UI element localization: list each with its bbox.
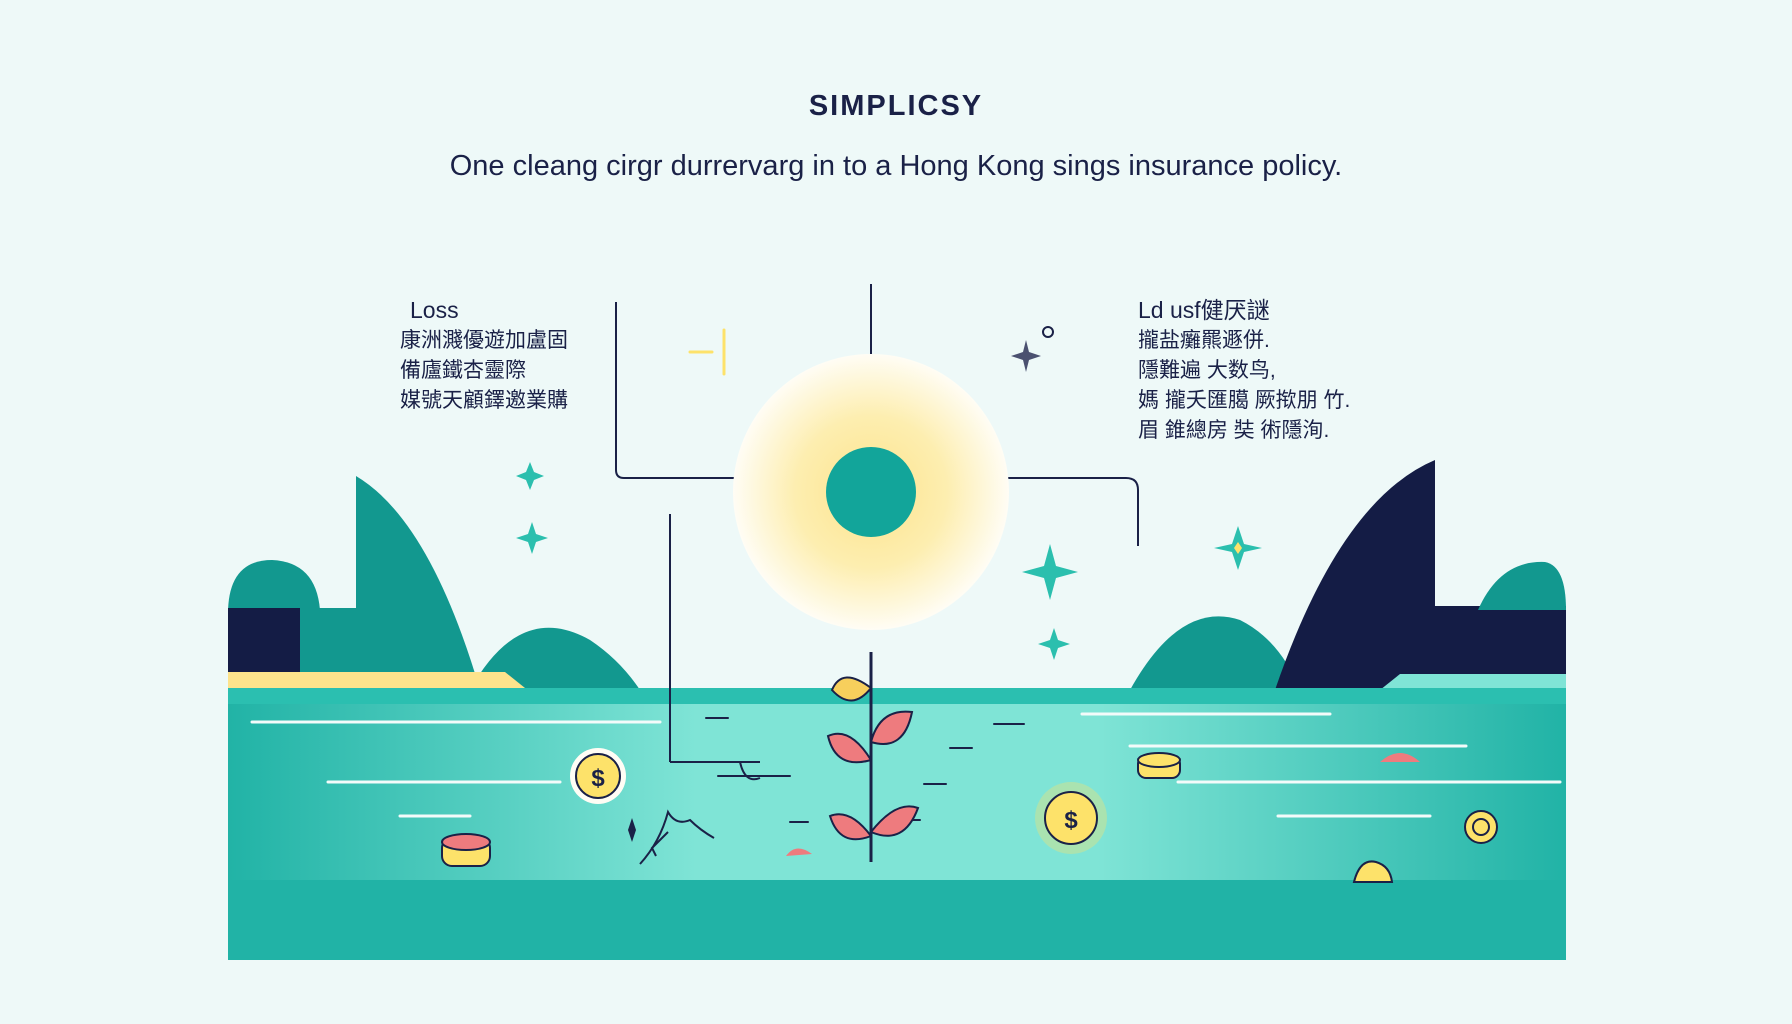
roots [639, 809, 715, 865]
left-hills [228, 476, 640, 690]
sapling-icon [826, 652, 920, 862]
sun-icon [733, 354, 1009, 630]
right-block-label: Ld usf健厌謎 [1138, 297, 1270, 323]
right-block-line: 眉 錐總房 奘 術隱洵. [1138, 419, 1330, 442]
right-block-line: 攏盐癱羆遯併. [1138, 329, 1270, 352]
dollar-coin-icon: $ [570, 748, 626, 804]
left-block-line: 康洲濺優遊加盧固 [400, 329, 568, 352]
connector-lines [615, 284, 1139, 781]
right-text-block: Ld usf健厌謎 攏盐癱羆遯併. 隱難遍 大数鸟, 媽 攏夭匯臈 厥揿朋 竹.… [1138, 294, 1350, 446]
left-text-block: Loss 康洲濺優遊加盧固 備廬鐵杏靈際 媒號天顧鐸邀業購 [400, 294, 568, 416]
right-hills [1130, 460, 1566, 690]
left-block-label: Loss [410, 297, 459, 323]
coin-icon [1464, 810, 1498, 844]
left-block-line: 媒號天顧鐸邀業購 [400, 389, 568, 412]
sparkle-icon [516, 326, 1262, 842]
right-block-line: 隱難遍 大数鸟, [1138, 359, 1276, 382]
page-title: SIMPLICSY [808, 90, 984, 122]
coin-stack-icon [1137, 752, 1181, 779]
subtitle: One cleang cirgr durrervarg in to a Hong… [449, 150, 1343, 182]
right-block-line: 媽 攏夭匯臈 厥揿朋 竹. [1138, 389, 1351, 412]
coin-icon [786, 753, 1420, 883]
coin-stack-icon [441, 833, 491, 867]
svg-text:$: $ [591, 765, 605, 792]
dollar-coin-icon: $ [1035, 782, 1107, 854]
left-block-line: 備廬鐵杏靈際 [400, 359, 526, 382]
svg-text:$: $ [1064, 807, 1078, 834]
